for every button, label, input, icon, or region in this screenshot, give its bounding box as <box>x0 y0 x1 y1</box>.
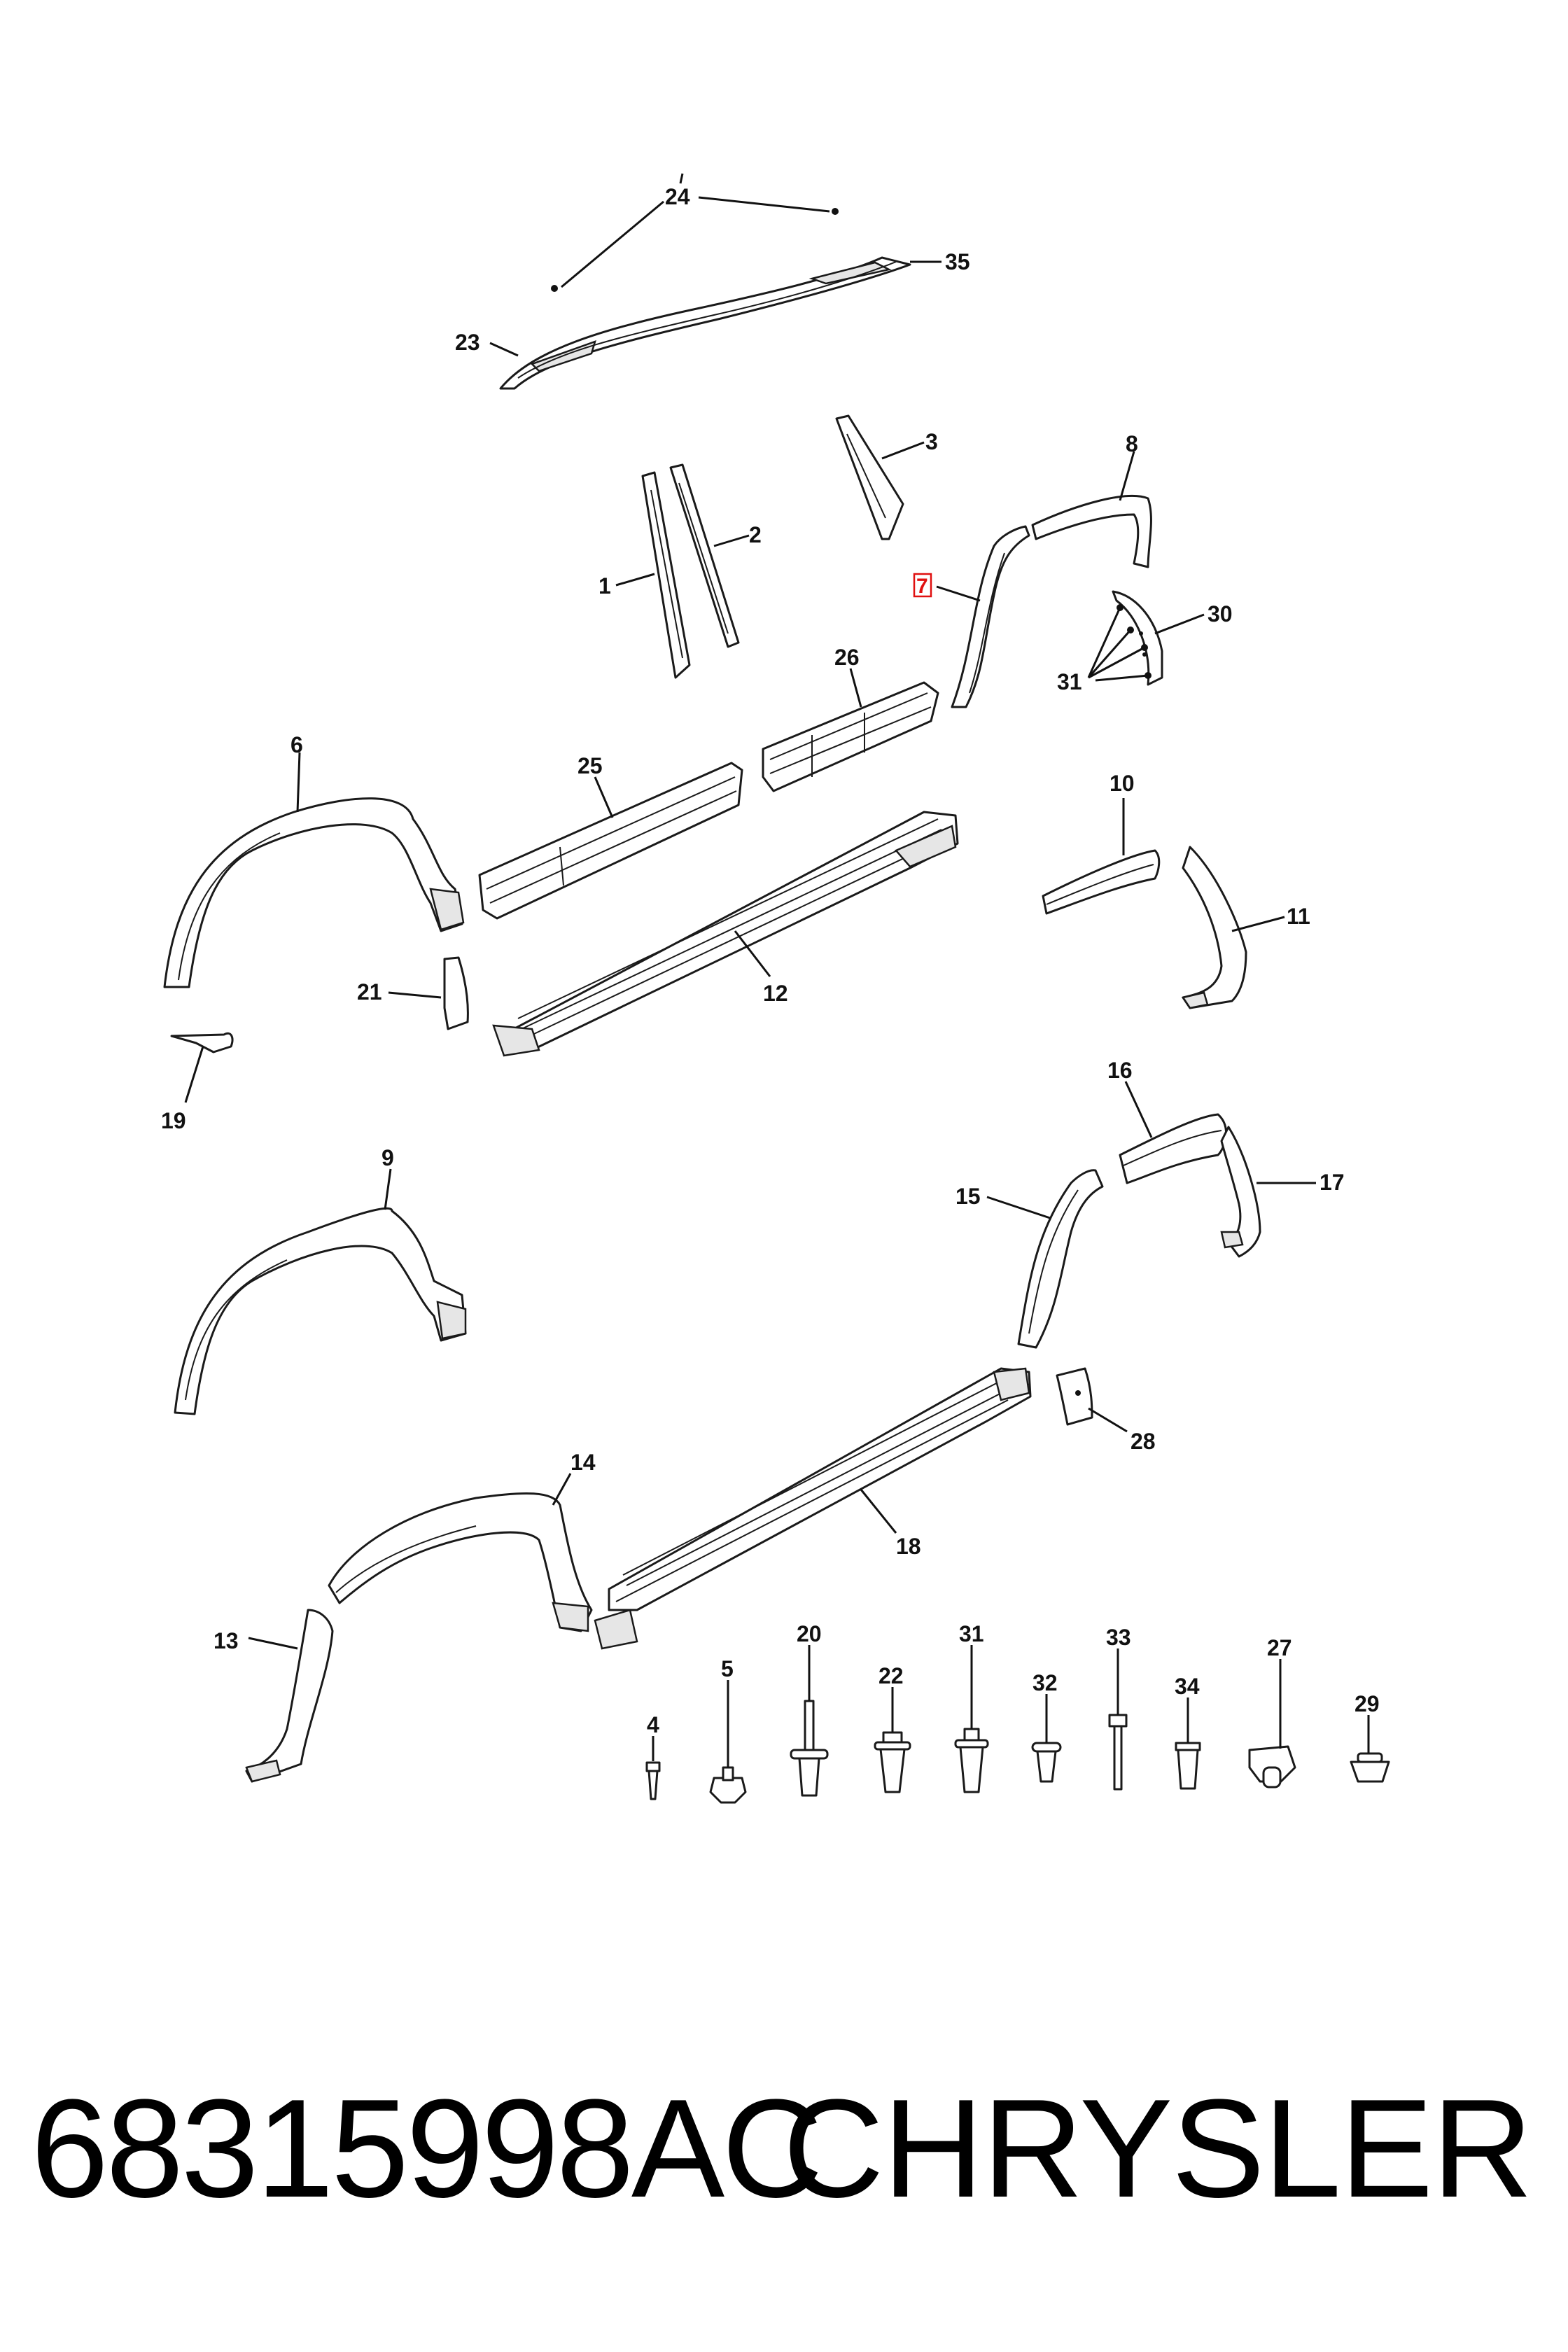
pillar-applique-1 <box>641 471 691 679</box>
rear-door-molding-26 <box>762 681 939 792</box>
bracket-21 <box>443 956 469 1030</box>
clip-31-group <box>1087 604 1152 682</box>
rocker-molding-12 <box>492 811 959 1057</box>
callout-16: 16 <box>1107 1058 1133 1083</box>
fastener-33 <box>1108 1714 1128 1791</box>
front-door-molding-25 <box>478 762 743 920</box>
wheel-opening-molding-15 <box>1017 1169 1104 1349</box>
callout-30: 30 <box>1208 601 1233 626</box>
callout-3: 3 <box>925 429 938 454</box>
callout-6: 6 <box>290 732 303 757</box>
brand-name: CHRYSLER <box>783 2071 1533 2227</box>
front-wheel-flare-6 <box>163 797 465 988</box>
rear-flare-end-11 <box>1181 846 1247 1009</box>
fastener-34 <box>1175 1742 1201 1790</box>
callout-4: 4 <box>647 1712 659 1737</box>
rear-wheel-flare-upper-8 <box>1031 494 1152 568</box>
fastener-5 <box>709 1766 747 1804</box>
callout-28: 28 <box>1130 1429 1156 1454</box>
clip-19 <box>170 1032 234 1054</box>
front-wheel-flare-14 <box>328 1492 593 1632</box>
fastener-20 <box>790 1700 829 1797</box>
fastener-4 <box>645 1761 661 1800</box>
callout-32: 32 <box>1032 1670 1058 1695</box>
rocker-molding-18 <box>594 1367 1032 1650</box>
fastener-32 <box>1031 1742 1062 1783</box>
callout-31-upper: 31 <box>1057 669 1082 694</box>
fastener-27 <box>1248 1745 1296 1788</box>
roof-rail <box>499 256 911 390</box>
callout-10: 10 <box>1110 771 1135 796</box>
callout-12: 12 <box>763 981 788 1006</box>
splash-guard-28 <box>1056 1367 1093 1426</box>
callout-26: 26 <box>834 645 860 670</box>
part-number: 68315998AC <box>31 2071 823 2227</box>
fastener-31 <box>954 1728 989 1793</box>
callout-1: 1 <box>598 573 611 598</box>
callout-25: 25 <box>578 753 603 778</box>
callout-27: 27 <box>1267 1635 1292 1660</box>
front-flare-end-13 <box>245 1609 334 1783</box>
callout-24: 24 <box>665 184 690 209</box>
fastener-22 <box>874 1731 911 1793</box>
callout-31-lower: 31 <box>959 1621 984 1646</box>
callout-18: 18 <box>896 1534 921 1559</box>
callout-8: 8 <box>1126 431 1138 456</box>
c-pillar-molding-7 <box>951 525 1030 708</box>
pillar-applique-2 <box>669 463 740 648</box>
callout-13: 13 <box>214 1628 239 1653</box>
callout-23: 23 <box>455 330 480 355</box>
callout-11: 11 <box>1287 904 1310 929</box>
rear-flare-extension-10 <box>1042 849 1161 915</box>
callout-5: 5 <box>721 1656 734 1681</box>
callout-19: 19 <box>161 1108 186 1133</box>
callout-7: 7 <box>916 575 928 598</box>
pillar-applique-3 <box>835 414 904 540</box>
callout-33: 33 <box>1106 1625 1131 1650</box>
callout-15: 15 <box>955 1184 981 1209</box>
roof-clip-right <box>832 208 839 215</box>
callout-14: 14 <box>570 1450 596 1475</box>
callout-20: 20 <box>797 1621 822 1646</box>
callout-21: 21 <box>357 979 382 1004</box>
callout-34: 34 <box>1175 1674 1200 1699</box>
callout-29: 29 <box>1354 1691 1380 1716</box>
rear-flare-end-17 <box>1220 1126 1261 1258</box>
highlight-box-7 <box>913 573 932 598</box>
callout-9: 9 <box>382 1145 394 1170</box>
roof-clip-left <box>551 285 558 292</box>
fastener-29 <box>1350 1752 1390 1783</box>
rear-flare-upper-16 <box>1119 1113 1228 1184</box>
callout-35: 35 <box>945 249 970 274</box>
callout-17: 17 <box>1320 1170 1345 1195</box>
flare-bracket-30 <box>1112 590 1163 686</box>
rear-wheel-flare-9 <box>174 1207 467 1415</box>
callout-2: 2 <box>749 522 762 547</box>
callout-22: 22 <box>878 1663 904 1688</box>
